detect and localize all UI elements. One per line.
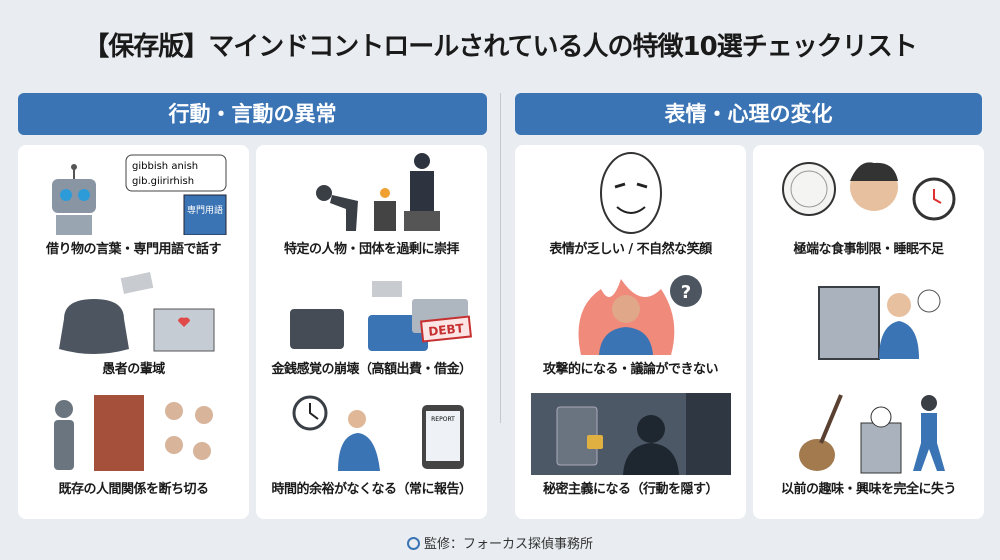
card-column-3: 表情が乏しい / 不自然な笑顔 ? 攻撃的になる・議論ができない 秘密主義になる… — [515, 145, 746, 519]
list-item: 以前の趣味・興味を完全に失う — [753, 385, 984, 503]
lost-hobbies-illustration — [753, 389, 984, 475]
item-caption: 金銭感覚の崩壊（高額出費・借金） — [271, 362, 472, 377]
angry-person-illustration: ? — [515, 269, 746, 355]
item-caption: 極端な食事制限・睡眠不足 — [793, 242, 944, 257]
robot-jargon-illustration: gibbish anish gib.giirirhish 専門用語 — [18, 149, 249, 235]
item-caption: 以前の趣味・興味を完全に失う — [780, 482, 957, 497]
item-caption: 秘密主義になる（行動を隠す） — [542, 482, 719, 497]
item-caption: 借り物の言葉・専門用語で話す — [45, 242, 222, 257]
robot-icon: gibbish anish gib.giirirhish 専門用語 — [51, 154, 226, 235]
svg-text:DEBT: DEBT — [427, 321, 465, 339]
list-item: REPORT 時間的余裕がなくなる（常に報告） — [256, 385, 487, 503]
card-column-2: 特定の人物・団体を過剰に崇拝 DEBT 金銭感覚の崩壊（高額出費・借金） REP… — [256, 145, 487, 519]
donation-illustration — [18, 269, 249, 355]
list-item: DEBT 金銭感覚の崩壊（高額出費・借金） — [256, 265, 487, 383]
item-caption: 愚者の輩域 — [102, 362, 165, 377]
diet-sleep-illustration — [753, 149, 984, 235]
bubble-text: gibbish anish — [132, 161, 198, 172]
svg-text:REPORT: REPORT — [431, 416, 455, 423]
svg-text:gib.giirirhish: gib.giirirhish — [132, 176, 194, 187]
search-icon — [406, 537, 420, 550]
list-item: 特定の人物・団体を過剰に崇拝 — [256, 145, 487, 263]
wallet-card-debt-icon: DEBT — [289, 281, 472, 351]
worship-illustration — [256, 149, 487, 235]
footer-credit: 監修：フォーカス探偵事務所 — [0, 533, 1000, 552]
list-item: gibbish anish gib.giirirhish 専門用語 借り物の言葉… — [18, 145, 249, 263]
list-item: 既存の人間関係を断ち切る — [18, 385, 249, 503]
item-caption: 攻撃的になる・議論ができない — [542, 362, 719, 377]
locked-notebook-phone-icon — [530, 393, 731, 475]
item-caption: 時間的余裕がなくなる（常に報告） — [271, 482, 472, 497]
purse-donation-box-icon — [58, 272, 214, 354]
mask-illustration — [515, 149, 746, 235]
list-item: 表情が乏しい / 不自然な笑顔 — [515, 145, 746, 263]
page-title: 【保存版】マインドコントロールされている人の特徴10選チェックリスト — [83, 32, 917, 62]
guitar-trash-walking-icon — [798, 394, 945, 474]
door-person-icon — [817, 286, 940, 360]
list-item — [753, 265, 984, 383]
smiling-mask-icon — [599, 152, 662, 234]
svg-text:?: ? — [680, 282, 690, 303]
section-divider — [500, 93, 501, 423]
debt-illustration: DEBT — [256, 269, 487, 355]
clock-phone-report-icon: REPORT — [292, 395, 464, 471]
item-caption: 表情が乏しい / 不自然な笑顔 — [549, 242, 712, 257]
section-header-psychology: 表情・心理の変化 — [515, 93, 982, 135]
list-item: 秘密主義になる（行動を隠す） — [515, 385, 746, 503]
card-column-4: 極端な食事制限・睡眠不足 以前の趣味・興味を完全に失う — [753, 145, 984, 519]
bowing-person-icon — [315, 153, 440, 231]
withdrawal-illustration — [753, 285, 984, 371]
angry-person-icon: ? — [578, 275, 702, 355]
list-item: 極端な食事制限・睡眠不足 — [753, 145, 984, 263]
list-item: 愚者の輩域 — [18, 265, 249, 383]
secrecy-illustration — [529, 389, 732, 475]
supervisor-text: 監修：フォーカス探偵事務所 — [423, 537, 593, 552]
item-caption: 既存の人間関係を断ち切る — [58, 482, 209, 497]
section-header-behavior: 行動・言動の異常 — [18, 93, 487, 135]
list-item: ? 攻撃的になる・議論ができない — [515, 265, 746, 383]
person-wall-icon — [53, 395, 213, 471]
plate-tired-face-clock-icon — [781, 162, 955, 221]
time-report-illustration: REPORT — [256, 389, 487, 475]
item-caption: 特定の人物・団体を過剰に崇拝 — [283, 242, 460, 257]
cut-relationships-illustration — [18, 389, 249, 475]
svg-text:専門用語: 専門用語 — [186, 204, 222, 216]
card-column-1: gibbish anish gib.giirirhish 専門用語 借り物の言葉… — [18, 145, 249, 519]
